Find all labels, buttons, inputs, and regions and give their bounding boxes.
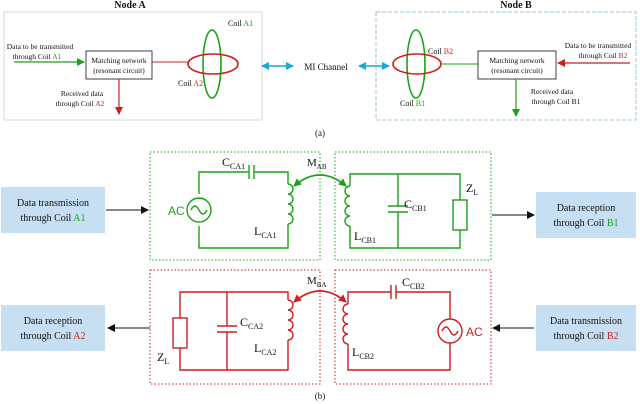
caption-b: (b) [315, 391, 326, 401]
box-tx-a1-line2: through Coil A1 [20, 213, 85, 224]
node-a-mn-line1: Matching network [91, 56, 146, 65]
node-a-title: Node A [114, 0, 146, 11]
inductor-lcb2-icon [342, 303, 349, 345]
coil-a2-icon [187, 53, 239, 75]
box-data-reception-a2 [1, 305, 105, 351]
label-ac-bottom: AC [466, 325, 483, 339]
coil-b2-icon [392, 53, 442, 75]
label-c-cb1: CCB1 [404, 197, 427, 213]
box-tx-b2-line2: through Coil B2 [553, 331, 618, 342]
caption-a: (a) [315, 128, 325, 138]
box-data-transmission-a1 [1, 187, 105, 233]
box-data-reception-b1 [536, 192, 636, 238]
node-b-input-text-2: through Coil B2 [579, 51, 628, 60]
node-b-title: Node B [500, 0, 532, 11]
circuit-top-left [186, 165, 294, 249]
part-a: Node A Data to be transmitted through Co… [3, 0, 637, 138]
load-zl-bottom-icon [172, 317, 188, 349]
coil-a1-label: Coil A1 [228, 19, 253, 28]
ac-source-top-icon [186, 197, 212, 223]
coupling-arrow-mab-icon [293, 174, 347, 187]
node-a-mn-line2: (resonant circuit) [93, 66, 145, 75]
label-ac-top: AC [168, 204, 185, 218]
node-b-output-text: Received data [531, 87, 574, 96]
load-zl-top-icon [452, 199, 468, 231]
ac-source-bottom-icon [437, 318, 463, 344]
frame-top-right [334, 151, 492, 261]
label-c-cb2: CCB2 [402, 275, 425, 291]
label-m-ba: MBA [307, 275, 327, 289]
frame-bottom-right [334, 269, 492, 385]
circuit-bottom-left [172, 291, 294, 371]
inductor-lca1-icon [287, 183, 294, 225]
node-b-output-text-2: through Coil B1 [532, 97, 581, 106]
box-rx-b1-line1: Data reception [557, 203, 616, 214]
coil-b2-label: Coil B2 [428, 47, 453, 56]
box-tx-a1-line1: Data transmission [17, 198, 89, 209]
node-b-matching-network [477, 50, 557, 80]
label-l-cb1: LCB1 [354, 229, 376, 245]
box-rx-b1-line2: through Coil B1 [553, 218, 618, 229]
node-a-matching-network [85, 50, 153, 80]
frame-top-left [149, 151, 321, 261]
coil-b1-icon [406, 29, 426, 99]
node-b-input-text: Data to be transmitted [565, 41, 632, 50]
circuit-bottom-right [342, 285, 463, 371]
box-data-transmission-b2 [536, 305, 636, 351]
label-c-ca2: CCA2 [240, 315, 263, 331]
part-b: Data transmission through Coil A1 Data r… [1, 151, 636, 401]
node-a-output-text-2: through Coil A2 [56, 99, 105, 108]
label-zl-top: ZL [466, 181, 478, 197]
coupling-arrow-mba-icon [293, 290, 347, 303]
label-c-ca1: CCA1 [222, 155, 245, 171]
node-b-mn-line1: Matching network [489, 56, 544, 65]
label-l-ca1: LCA1 [254, 224, 276, 240]
coil-b1-label: Coil B1 [400, 99, 425, 108]
coil-a1-icon [202, 29, 222, 99]
inductor-lcb1-icon [344, 185, 351, 227]
label-m-ab: MAB [307, 157, 327, 171]
node-a-output-text: Received data [61, 89, 104, 98]
label-l-ca2: LCA2 [254, 341, 276, 357]
box-rx-a2-line1: Data reception [24, 316, 83, 327]
frame-bottom-left [149, 269, 321, 385]
coil-a2-label: Coil A2 [178, 79, 203, 88]
mi-channel-label: MI Channel [304, 62, 348, 72]
node-a-input-text: Data to be transmitted [7, 42, 74, 51]
node-a-input-text-2: through Coil A1 [13, 52, 62, 61]
node-b-mn-line2: (resonant circuit) [491, 66, 543, 75]
circuit-top-right [344, 173, 468, 249]
node-b-panel [375, 11, 637, 121]
box-rx-a2-line2: through Coil A2 [20, 331, 85, 342]
box-tx-b2-line1: Data transmission [550, 316, 622, 327]
inductor-lca2-icon [287, 299, 294, 341]
label-l-cb2: LCB2 [352, 345, 374, 361]
label-zl-bottom: ZL [157, 350, 169, 366]
